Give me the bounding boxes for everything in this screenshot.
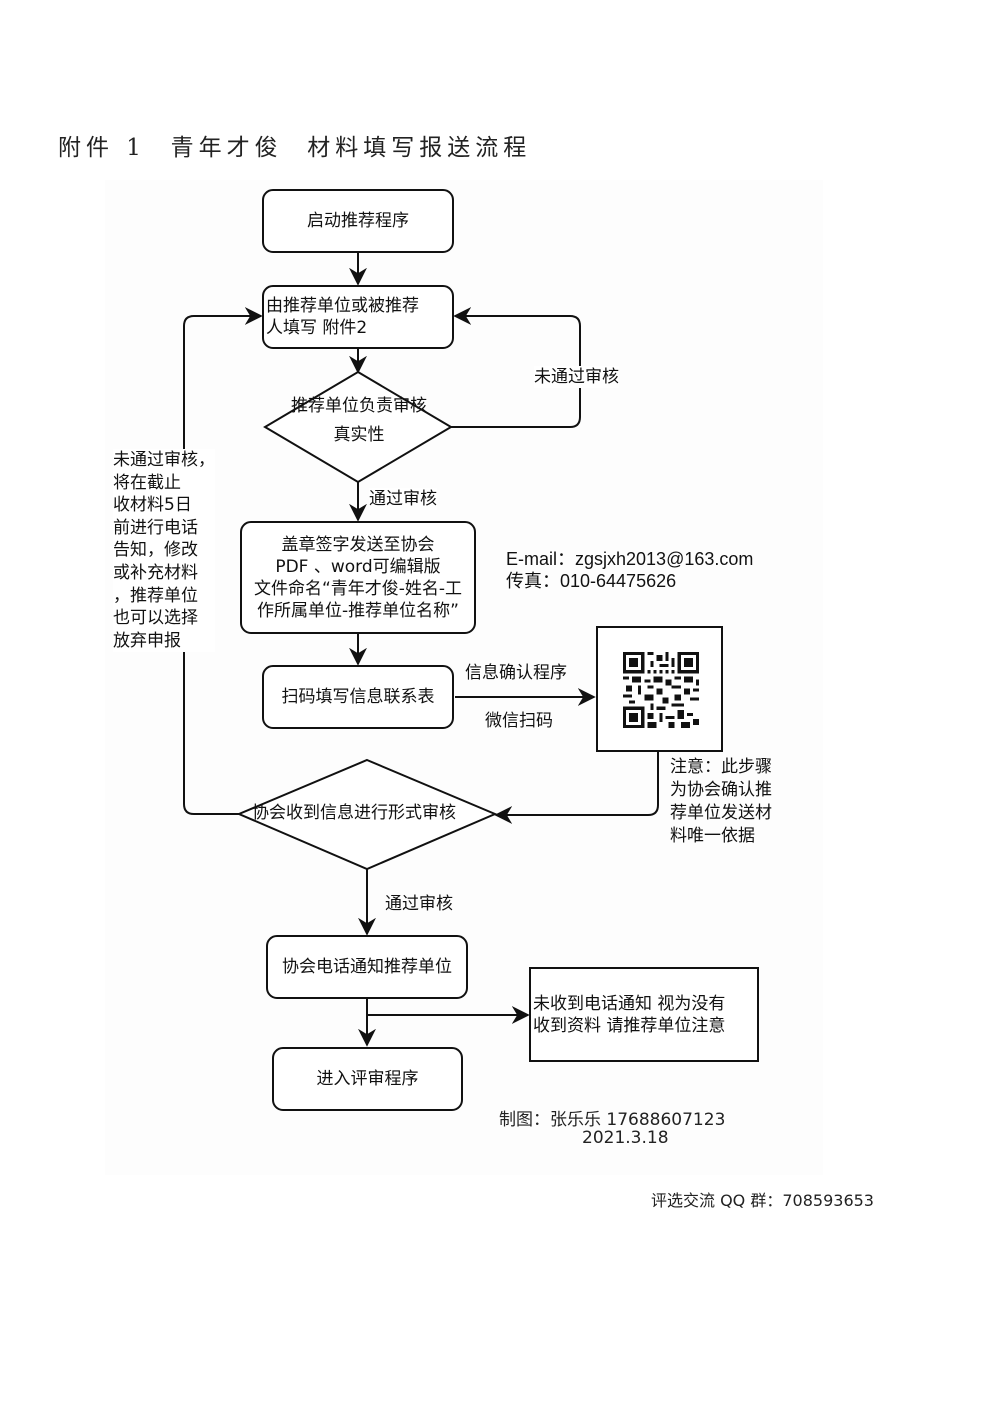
qr-code-icon bbox=[623, 652, 699, 728]
contact-email: E-mail：zgsjxh2013@163.com bbox=[506, 549, 754, 569]
decision-format-label: 协会收到信息进行形式审核 bbox=[252, 803, 456, 823]
edge-label-wechat-scan: 微信扫码 bbox=[485, 711, 553, 731]
side-note-fail-left: 未通过审核， 将在截止 收材料5日 前进行电话 告知，修改 或补充材料 ，推荐单… bbox=[113, 449, 215, 653]
node-fill-form: 由推荐单位或被推荐 人填写 附件2 bbox=[262, 285, 454, 349]
node-submit: 盖章签字发送至协会 PDF 、word可编辑版 文件命名“青年才俊-姓名-工 作… bbox=[240, 521, 476, 634]
node-fill-form-label: 由推荐单位或被推荐 人填写 附件2 bbox=[266, 296, 419, 338]
node-warning-box-label: 未收到电话通知 视为没有 收到资料 请推荐单位注意 bbox=[533, 993, 726, 1036]
contact-fax: 传真：010-64475626 bbox=[506, 571, 677, 591]
qr-note: 注意：此步骤 为协会确认推 荐单位发送材 料唯一依据 bbox=[670, 757, 772, 846]
credits-author: 制图：张乐乐 17688607123 bbox=[499, 1110, 726, 1130]
node-start: 启动推荐程序 bbox=[262, 189, 454, 253]
edge-label-pass-review-2: 通过审核 bbox=[385, 894, 453, 914]
node-phone-notify-label: 协会电话通知推荐单位 bbox=[282, 957, 452, 977]
node-warning-box: 未收到电话通知 视为没有 收到资料 请推荐单位注意 bbox=[529, 967, 759, 1062]
edge-label-info-confirm: 信息确认程序 bbox=[465, 663, 567, 683]
edge-label-pass-review-1: 通过审核 bbox=[369, 488, 437, 510]
page-title: 附件 1 青年才俊 材料填写报送流程 bbox=[58, 135, 532, 161]
node-submit-label: 盖章签字发送至协会 PDF 、word可编辑版 文件命名“青年才俊-姓名-工 作… bbox=[253, 534, 463, 621]
node-scan-form-label: 扫码填写信息联系表 bbox=[281, 687, 435, 707]
node-scan-form: 扫码填写信息联系表 bbox=[262, 665, 454, 729]
edge-qr-to-format bbox=[494, 752, 659, 824]
decision-review-label: 推荐单位负责审核 真实性 bbox=[291, 396, 427, 445]
footer-qq-group: 评选交流 QQ 群：708593653 bbox=[651, 1191, 874, 1210]
node-enter-review: 进入评审程序 bbox=[272, 1047, 463, 1111]
node-phone-notify: 协会电话通知推荐单位 bbox=[266, 935, 468, 999]
credits-date: 2021.3.18 bbox=[582, 1128, 669, 1148]
qr-code-box[interactable] bbox=[596, 626, 723, 752]
node-enter-review-label: 进入评审程序 bbox=[316, 1069, 419, 1089]
node-start-label: 启动推荐程序 bbox=[307, 211, 409, 231]
edge-label-fail-review: 未通过审核 bbox=[534, 366, 619, 388]
